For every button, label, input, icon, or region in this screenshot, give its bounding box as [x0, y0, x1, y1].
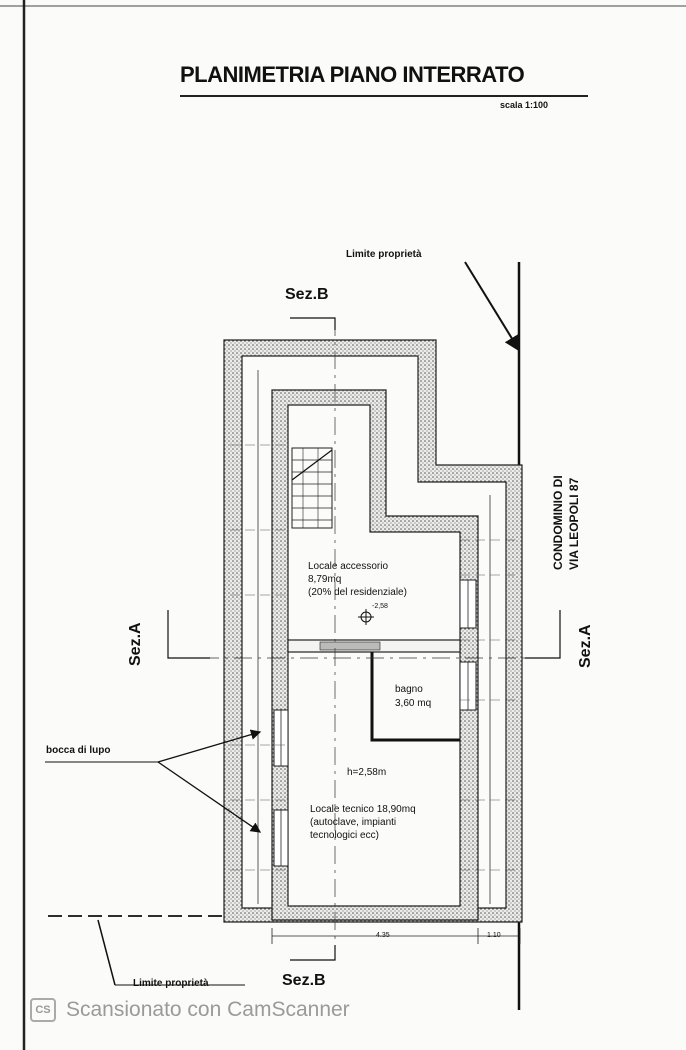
outer-wall	[223, 339, 523, 923]
bath-room-area: 3,60 mq	[395, 698, 432, 709]
accessory-room-area: 8,79mq	[308, 574, 342, 585]
accessory-room-note: (20% del residenziale)	[308, 587, 407, 598]
scanner-watermark: CS Scansionato con CamScanner	[30, 996, 350, 1024]
dimension-side: 1.10	[487, 932, 501, 939]
wolf-mouth-arrow-2	[157, 761, 262, 833]
property-limit-arrow-top	[464, 261, 521, 352]
scale-label: scala 1:100	[500, 100, 549, 110]
page-title: PLANIMETRIA PIANO INTERRATO	[180, 62, 525, 87]
property-limit-arrow-bottom	[97, 919, 116, 986]
bath-room-name: bagno	[395, 684, 423, 695]
wolf-mouth-arrow-1	[157, 729, 262, 763]
technical-room-note1: (autoclave, impianti	[310, 817, 397, 828]
section-a-label-right: Sez.A	[577, 624, 594, 668]
property-limit-label-top: Limite proprietà	[346, 249, 422, 260]
level-marker	[358, 609, 374, 625]
section-b-label-bottom: Sez.B	[282, 972, 326, 989]
property-limit-label-bottom: Limite proprietà	[133, 978, 209, 989]
dimension-lines	[271, 928, 521, 944]
bath-walls	[370, 652, 460, 742]
section-a-label-left: Sez.A	[127, 622, 144, 666]
section-b-label-top: Sez.B	[285, 286, 329, 303]
cs-logo-icon: CS	[30, 998, 56, 1022]
technical-room-name: Locale tecnico 18,90mq	[310, 804, 416, 815]
dimension-main: 4.35	[376, 932, 390, 939]
wolf-mouth-label: bocca di lupo	[46, 745, 111, 756]
scanner-watermark-text: Scansionato con CamScanner	[66, 998, 350, 1021]
inner-wall	[271, 389, 479, 921]
staircase	[291, 447, 333, 529]
neighbor-label-line1: CONDOMINIO DI	[551, 475, 565, 570]
technical-room-note2: tecnologici ecc)	[310, 830, 379, 841]
room-height: h=2,58m	[347, 767, 387, 778]
neighbor-label-line2: VIA LEOPOLI 87	[567, 477, 581, 570]
title-underline	[180, 95, 588, 97]
level-value: -2,58	[372, 603, 388, 610]
accessory-room-name: Locale accessorio	[308, 561, 389, 572]
